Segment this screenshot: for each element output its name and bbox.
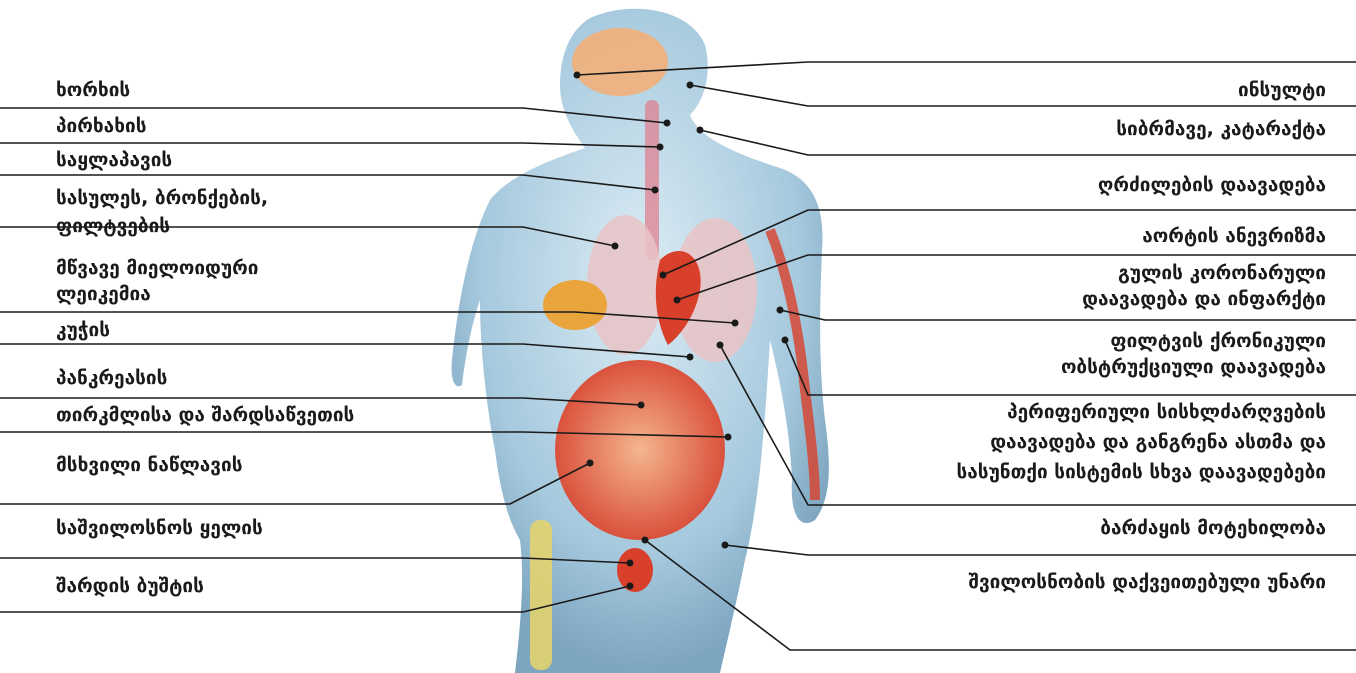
label-pharynx: პირხახის <box>56 114 147 139</box>
lung-left <box>587 215 663 355</box>
label-stroke: ინსულტი <box>1238 78 1326 103</box>
femur <box>530 520 552 670</box>
label-copd-line1: ფილტვის ქრონიკული <box>1110 329 1326 354</box>
label-hip-fracture: ბარძაყის მოტეხილობა <box>1100 516 1326 541</box>
label-gum-disease: ღრძილების დაავადება <box>1098 173 1326 198</box>
label-peripheral-line3: სასუნთქი სისტემის სხვა დაავადებები <box>956 460 1326 485</box>
label-aortic-aneurysm: აორტის ანევრიზმა <box>1142 224 1326 249</box>
label-peripheral-line1: პერიფერიული სისხლძარღვების <box>1007 400 1326 425</box>
bladder <box>617 548 653 592</box>
label-blindness-cataract: სიბრმავე, კატარაქტა <box>1116 117 1326 142</box>
label-kidney-ureter: თირკმლისა და შარდსაწვეთის <box>56 403 354 428</box>
label-coronary-line2: დაავადება და ინფარქტი <box>1082 287 1326 312</box>
brain <box>572 28 668 96</box>
label-stomach: კუჭის <box>56 318 110 343</box>
label-cervix: საშვილოსნოს ყელის <box>56 516 263 541</box>
intestines <box>555 360 725 540</box>
label-coronary-line1: გულის კორონარული <box>1118 261 1326 286</box>
label-bladder: შარდის ბუშტის <box>56 574 204 599</box>
label-colon: მსხვილი ნაწლავის <box>56 453 243 478</box>
label-peripheral-line2: დაავადება და განგრენა ასთმა და <box>990 430 1326 455</box>
label-copd-line2: ობსტრუქციული დაავადება <box>1061 355 1326 380</box>
label-leukemia-line2: ლეიკემია <box>56 282 151 307</box>
label-pancreas: პანკრეასის <box>56 366 167 391</box>
label-lungs: ფილტვების <box>56 214 170 239</box>
label-leukemia-line1: მწვავე მიელოიდური <box>56 256 259 281</box>
label-trachea-bronchi: სასულეს, ბრონქების, <box>56 186 268 211</box>
stomach <box>543 280 607 330</box>
label-fertility: შვილოსნობის დაქვეითებული უნარი <box>968 570 1326 595</box>
label-larynx: ხორხის <box>56 78 130 103</box>
label-esophagus: საყლაპავის <box>56 148 172 173</box>
